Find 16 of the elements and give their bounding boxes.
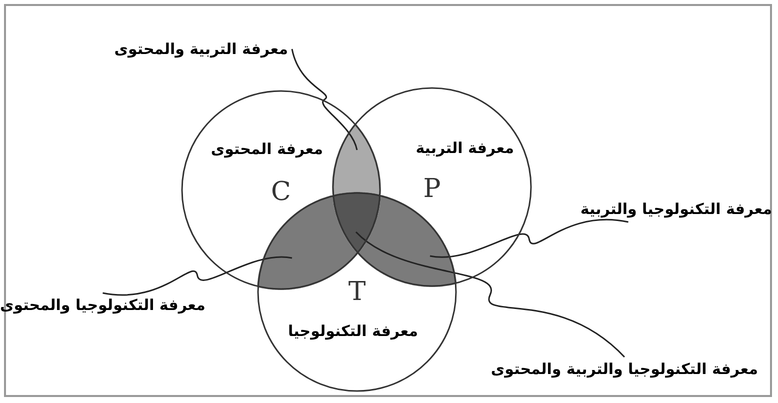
callout-label: معرفة التكنولوجيا والتربية والمحتوى <box>490 360 758 378</box>
region-label: معرفة المحتوى <box>210 140 323 158</box>
region-label: معرفة التربية <box>416 139 514 157</box>
set-letter: P <box>423 175 441 203</box>
callout-label: معرفة التكنولوجيا والتربية <box>580 200 772 218</box>
callout-label: معرفة التربية والمحتوى <box>114 40 288 58</box>
overlap-region <box>332 123 381 195</box>
leader-line <box>356 231 625 358</box>
set-letter: T <box>348 278 366 306</box>
set-letter: C <box>271 178 291 206</box>
region-label: معرفة التكنولوجيا <box>288 322 418 340</box>
callout-label: معرفة التكنولوجيا والمحتوى <box>0 296 206 314</box>
leader-line <box>291 48 358 150</box>
leader-line <box>430 219 628 258</box>
leader-line <box>102 256 292 296</box>
overlap-region <box>332 192 381 254</box>
